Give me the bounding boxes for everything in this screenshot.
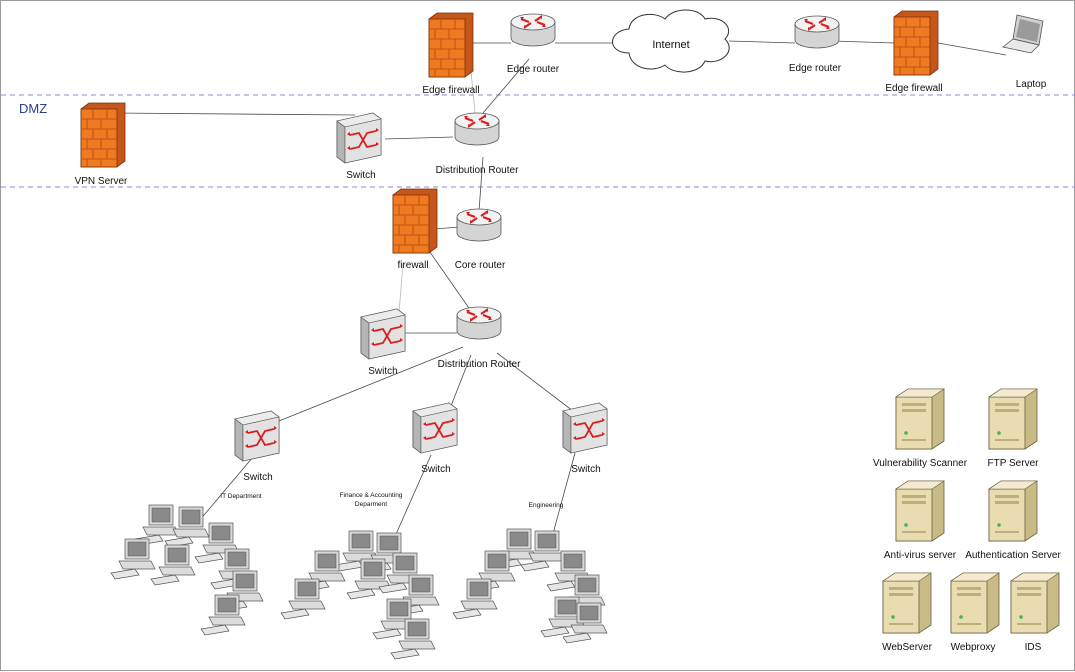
workstation-icon[interactable]: [150, 544, 196, 586]
ids-server-icon[interactable]: [1010, 572, 1060, 634]
link-fin-pcs: [392, 454, 432, 542]
finance-department-label-1: Finance & Accounting: [340, 492, 403, 499]
internal-distribution-router-label: Distribution Router: [438, 359, 521, 370]
dmz-distribution-router-icon[interactable]: [453, 111, 501, 147]
webproxy-server-icon[interactable]: [950, 572, 1000, 634]
laptop-label: Laptop: [1016, 79, 1047, 90]
server-label-vulnerability-scanner: Vulnerability Scanner: [873, 458, 968, 469]
firewall-icon[interactable]: [392, 188, 438, 254]
vpn-server-icon[interactable]: [80, 102, 126, 168]
dmz-switch-icon[interactable]: [336, 112, 382, 164]
link-distrib-fin: [448, 354, 472, 412]
it-department-label: IT Department: [220, 493, 262, 500]
link-edgerouter2-edgefw2: [832, 40, 895, 44]
edge-firewall-right-icon[interactable]: [893, 10, 939, 76]
server-label-ftp: FTP Server: [988, 458, 1040, 469]
it-switch-label: Switch: [243, 472, 272, 483]
vulnerability-scanner-server-icon[interactable]: [895, 388, 945, 450]
server-label-antivirus: Anti-virus server: [884, 550, 957, 561]
link-distrib-core: [478, 156, 484, 212]
zone-label-dmz: DMZ: [19, 101, 47, 116]
link-firewall-switch: [398, 262, 404, 314]
link-edgefw-distrib: [470, 70, 476, 114]
engineering-department-label: Engineering: [529, 502, 564, 509]
edge-router-right-icon[interactable]: [793, 14, 841, 50]
links: [112, 40, 1007, 542]
finance-switch-label: Switch: [421, 464, 450, 475]
edge-firewall-left-label: Edge firewall: [422, 85, 479, 96]
edge-firewall-left-icon[interactable]: [428, 12, 474, 78]
server-label-webserver: WebServer: [882, 642, 933, 653]
link-distrib-eng: [496, 352, 574, 412]
it-workstations: [110, 504, 264, 636]
internet-cloud-icon[interactable]: [612, 9, 730, 73]
dmz-switch-label: Switch: [346, 170, 375, 181]
link-firewall-core: [434, 226, 460, 230]
authentication-server-icon[interactable]: [988, 480, 1038, 542]
workstation-icon[interactable]: [110, 538, 156, 580]
internal-switch-icon[interactable]: [360, 308, 406, 360]
engineering-switch-icon[interactable]: [562, 402, 608, 454]
edge-router-left-icon[interactable]: [509, 12, 557, 48]
server-label-webproxy: Webproxy: [951, 642, 996, 653]
link-internet-edgerouter2: [728, 40, 796, 44]
link-vpn-switch: [112, 112, 356, 116]
ftp-server-icon[interactable]: [988, 388, 1038, 450]
workstation-icon[interactable]: [452, 578, 498, 620]
core-router-icon[interactable]: [455, 207, 503, 243]
server-label-authentication: Authentication Server: [965, 550, 1061, 561]
finance-workstations: [280, 530, 440, 660]
link-eng-pcs: [550, 452, 576, 542]
webserver-icon[interactable]: [882, 572, 932, 634]
dmz-distribution-router-label: Distribution Router: [436, 165, 519, 176]
edge-router-right-label: Edge router: [789, 63, 842, 74]
engineering-workstations: [452, 528, 608, 644]
workstation-icon[interactable]: [200, 594, 246, 636]
antivirus-server-icon[interactable]: [895, 480, 945, 542]
edge-firewall-right-label: Edge firewall: [885, 83, 942, 94]
engineering-switch-label: Switch: [571, 464, 600, 475]
workstation-icon[interactable]: [280, 578, 326, 620]
internal-distribution-router-icon[interactable]: [455, 305, 503, 341]
it-switch-icon[interactable]: [234, 410, 280, 462]
internal-switch-label: Switch: [368, 366, 397, 377]
link-firewall-distrib: [424, 244, 472, 312]
link-switch-distrib: [384, 136, 454, 140]
vpn-server-label: VPN Server: [75, 176, 128, 187]
link-it-pcs: [198, 456, 254, 522]
firewall-label: firewall: [397, 260, 428, 271]
internet-label: Internet: [652, 39, 689, 51]
link-edgerouter-distrib: [482, 58, 530, 114]
link-distrib-it: [278, 346, 464, 422]
edge-router-left-label: Edge router: [507, 64, 560, 75]
server-label-ids: IDS: [1025, 642, 1042, 653]
core-router-label: Core router: [455, 260, 506, 271]
finance-department-label-2: Deparment: [355, 501, 387, 508]
finance-switch-icon[interactable]: [412, 402, 458, 454]
laptop-icon[interactable]: [1002, 14, 1044, 54]
link-edgefw2-laptop: [937, 42, 1007, 56]
